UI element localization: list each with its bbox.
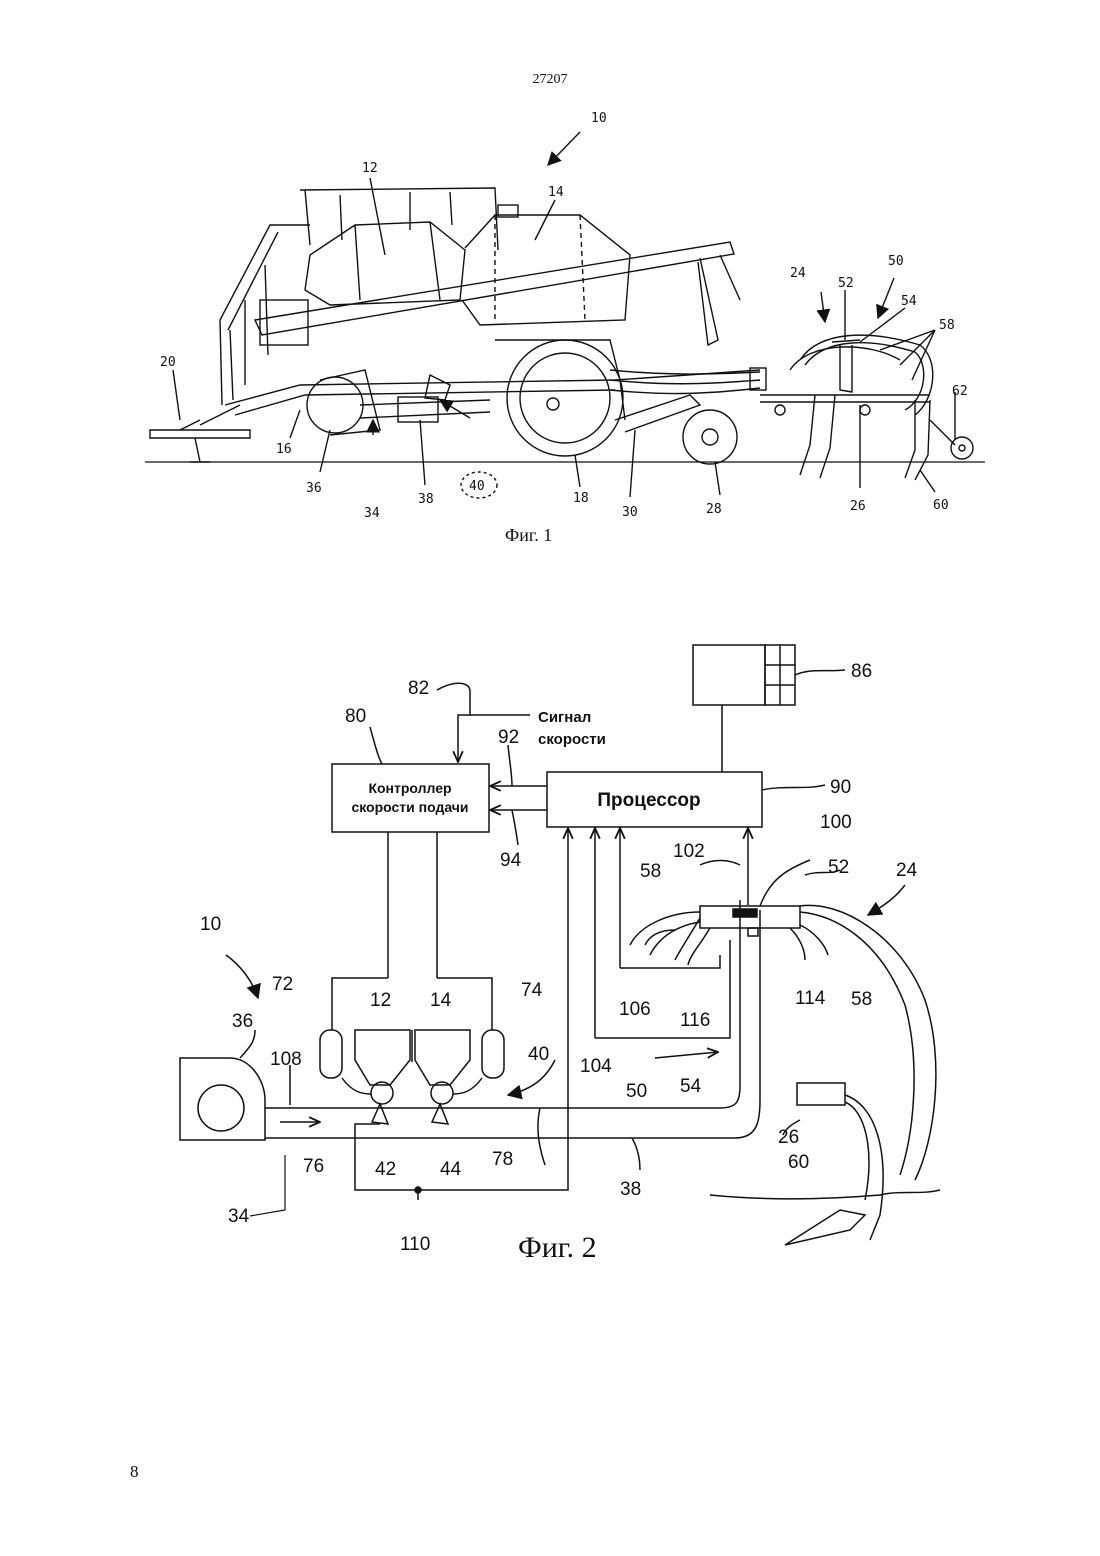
fig1-label-14: 14 bbox=[548, 185, 564, 200]
fig2-label-58-right: 58 bbox=[851, 989, 872, 1010]
fig1-label-28: 28 bbox=[706, 502, 722, 517]
fig2-label-74: 74 bbox=[521, 980, 543, 1001]
speed-signal-line1: Сигнал bbox=[538, 709, 591, 726]
figure-2-caption: Фиг. 2 bbox=[518, 1231, 597, 1264]
processor-label: Процессор bbox=[597, 790, 700, 811]
fig1-label-58: 58 bbox=[939, 318, 955, 333]
fig1-label-34: 34 bbox=[364, 506, 380, 521]
fig2-label-110: 110 bbox=[400, 1234, 430, 1255]
fig1-label-16: 16 bbox=[276, 442, 292, 457]
fig1-label-38: 38 bbox=[418, 492, 434, 507]
controller-title: Контроллер bbox=[368, 780, 451, 796]
figure-1-caption: Фиг. 1 bbox=[505, 525, 552, 545]
fig2-label-80: 80 bbox=[345, 706, 366, 727]
fig1-label-30: 30 bbox=[622, 505, 638, 520]
fig1-label-50: 50 bbox=[888, 254, 904, 269]
fig1-label-20: 20 bbox=[160, 355, 176, 370]
fig2-label-116: 116 bbox=[680, 1010, 710, 1031]
fig2-label-106: 106 bbox=[619, 999, 651, 1020]
figure-1-drawing: 10 12 14 16 18 20 24 26 28 30 34 36 38 4… bbox=[145, 111, 985, 545]
fig2-label-38: 38 bbox=[620, 1179, 641, 1200]
fig2-label-24: 24 bbox=[896, 860, 918, 881]
fig2-label-42: 42 bbox=[375, 1159, 396, 1180]
fig2-label-50: 50 bbox=[626, 1081, 647, 1102]
controller-subtitle: скорости подачи bbox=[351, 799, 468, 815]
fig1-label-40: 40 bbox=[469, 479, 485, 494]
fig2-label-14: 14 bbox=[430, 990, 452, 1011]
fig1-label-54: 54 bbox=[901, 294, 917, 309]
fig2-label-60: 60 bbox=[788, 1152, 809, 1173]
fig1-label-52: 52 bbox=[838, 276, 854, 291]
fig1-label-26: 26 bbox=[850, 499, 866, 514]
fig1-label-12: 12 bbox=[362, 161, 378, 176]
fig2-label-72: 72 bbox=[272, 974, 293, 995]
fig1-label-36: 36 bbox=[306, 481, 322, 496]
fig2-label-100: 100 bbox=[820, 812, 852, 833]
controller-box bbox=[332, 764, 489, 832]
fig1-label-62: 62 bbox=[952, 384, 968, 399]
fig2-label-92: 92 bbox=[498, 727, 519, 748]
fig2-label-58-left: 58 bbox=[640, 861, 661, 882]
fig2-label-94: 94 bbox=[500, 850, 522, 871]
fig2-label-114: 114 bbox=[795, 988, 826, 1009]
fig2-label-10: 10 bbox=[200, 914, 221, 935]
fig2-label-82: 82 bbox=[408, 678, 429, 699]
fig2-label-40: 40 bbox=[528, 1044, 549, 1065]
fig2-label-86: 86 bbox=[851, 661, 872, 682]
fig2-label-44: 44 bbox=[440, 1159, 462, 1180]
fig1-label-24: 24 bbox=[790, 266, 806, 281]
speed-signal-line2: скорости bbox=[538, 731, 606, 748]
display-86 bbox=[693, 645, 765, 705]
fig2-label-76: 76 bbox=[303, 1156, 324, 1177]
fig2-label-108: 108 bbox=[270, 1049, 302, 1070]
fig2-label-36: 36 bbox=[232, 1011, 253, 1032]
fig2-label-78: 78 bbox=[492, 1149, 513, 1170]
fig2-label-104: 104 bbox=[580, 1056, 612, 1077]
fig2-label-90: 90 bbox=[830, 777, 851, 798]
fig2-label-52: 52 bbox=[828, 857, 849, 878]
fig2-label-34: 34 bbox=[228, 1206, 250, 1227]
fig1-label-10: 10 bbox=[591, 111, 607, 126]
fig2-label-12: 12 bbox=[370, 990, 391, 1011]
page-number: 8 bbox=[130, 1462, 139, 1482]
fig2-label-102: 102 bbox=[673, 841, 705, 862]
fig1-label-18: 18 bbox=[573, 491, 589, 506]
fig2-label-54: 54 bbox=[680, 1076, 702, 1097]
fig2-label-26: 26 bbox=[778, 1127, 799, 1148]
figure-2-diagram: Контроллер скорости подачи Процессор Сиг… bbox=[180, 645, 940, 1264]
fig1-label-60: 60 bbox=[933, 498, 949, 513]
